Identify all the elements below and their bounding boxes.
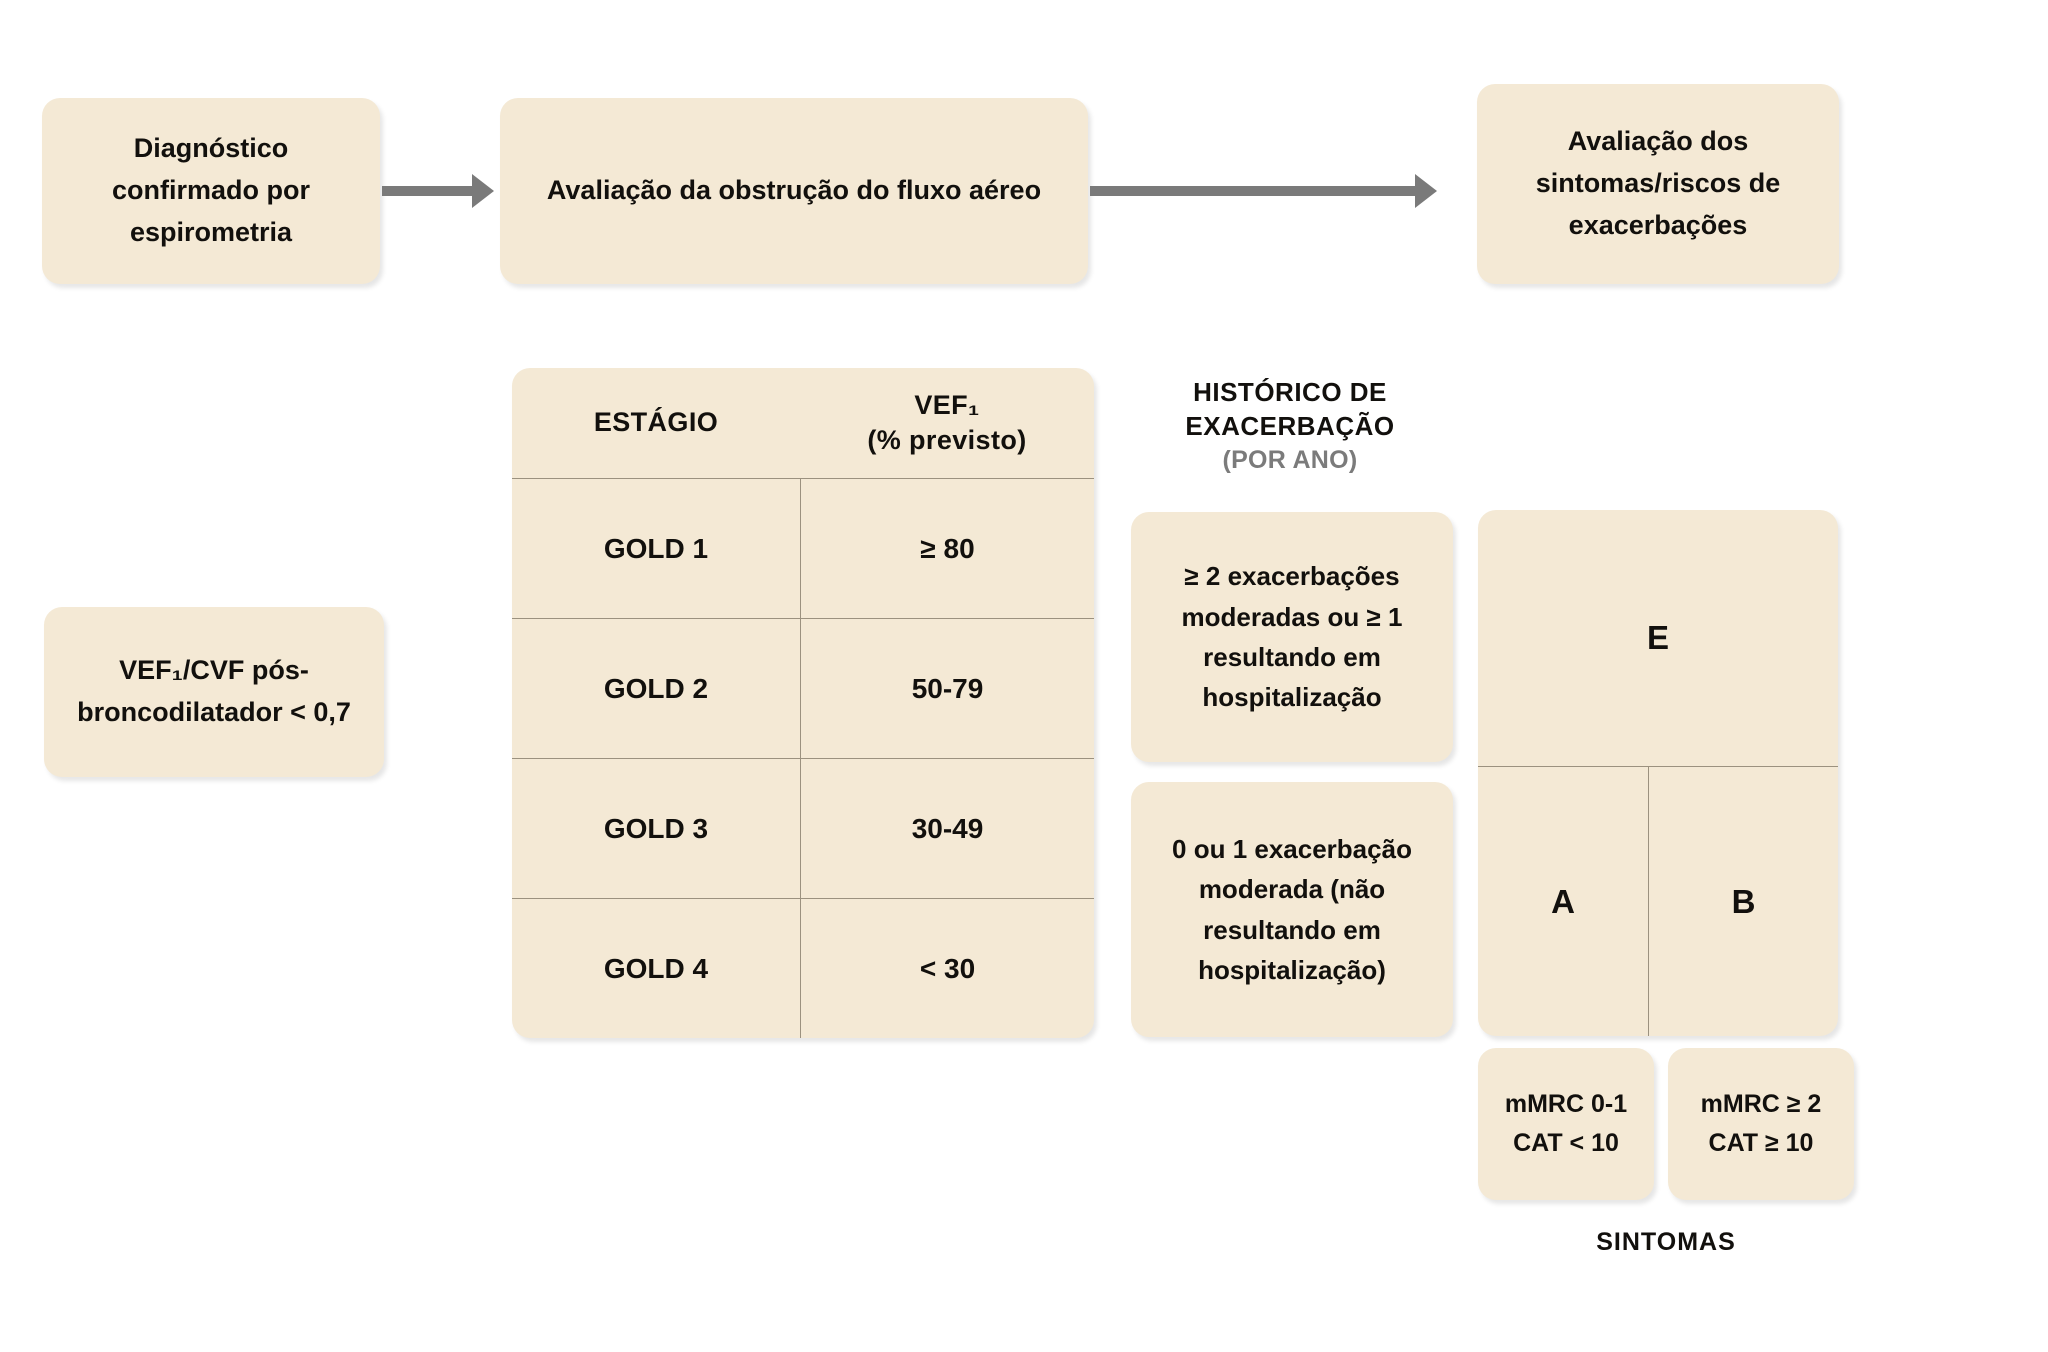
flow-step-avaliacao-sintomas: Avaliação dos sintomas/riscos de exacerb… xyxy=(1477,84,1839,284)
abe-group-b-label: B xyxy=(1731,882,1756,920)
flow-step-avaliacao-sintomas-label: Avaliação dos sintomas/riscos de exacerb… xyxy=(1535,126,1781,240)
symptoms-high-threshold-box: mMRC ≥ 2 CAT ≥ 10 xyxy=(1668,1048,1854,1200)
gold-table-header-vef-line1: VEF₁ xyxy=(914,389,980,420)
gold-stage-1-value: ≥ 80 xyxy=(920,532,975,564)
gold-table-header-vef-line2: (% previsto) xyxy=(867,425,1027,455)
gold-staging-table: ESTÁGIO VEF₁ (% previsto) GOLD 1 ≥ 80 GO… xyxy=(512,368,1094,1038)
arrow-right-icon-2 xyxy=(1090,186,1417,196)
flow-step-avaliacao-obstrucao: Avaliação da obstrução do fluxo aéreo xyxy=(500,98,1088,284)
abe-group-a-label: A xyxy=(1551,882,1575,920)
gold-stage-4-value: < 30 xyxy=(919,952,976,984)
table-row: GOLD 1 xyxy=(512,478,800,618)
exacerbation-high-risk-label: ≥ 2 exacerbações moderadas ou ≥ 1 result… xyxy=(1181,561,1403,713)
exacerbation-low-risk-box: 0 ou 1 exacerbação moderada (não resulta… xyxy=(1131,782,1453,1037)
arrow-right-icon-1 xyxy=(382,186,474,196)
symptoms-high-cat-label: CAT ≥ 10 xyxy=(1708,1129,1814,1157)
exacerbation-high-risk-box: ≥ 2 exacerbações moderadas ou ≥ 1 result… xyxy=(1131,512,1453,762)
exacerbation-header-line2: EXACERBAÇÃO xyxy=(1185,411,1395,442)
abe-group-grid: E A B xyxy=(1478,510,1838,1036)
abe-group-e-cell: E xyxy=(1478,510,1838,766)
flow-step-avaliacao-obstrucao-label: Avaliação da obstrução do fluxo aéreo xyxy=(546,175,1042,206)
flow-step-diagnostico: Diagnóstico confirmado por espirometria xyxy=(42,98,380,284)
gold-stage-3-value: 30-49 xyxy=(911,812,984,844)
exacerbation-header-line1: HISTÓRICO DE xyxy=(1193,377,1387,407)
symptoms-low-mmrc-label: mMRC 0-1 xyxy=(1504,1090,1628,1119)
criteria-spirometry-box: VEF₁/CVF pós-broncodilatador < 0,7 xyxy=(44,607,384,777)
table-row: GOLD 4 xyxy=(512,898,800,1038)
table-row: 50-79 xyxy=(800,618,1094,758)
gold-stage-3-label: GOLD 3 xyxy=(603,812,709,844)
table-row: ≥ 80 xyxy=(800,478,1094,618)
criteria-spirometry-label: VEF₁/CVF pós-broncodilatador < 0,7 xyxy=(77,655,351,727)
gold-table-header-stage-label: ESTÁGIO xyxy=(593,407,719,438)
table-row: GOLD 2 xyxy=(512,618,800,758)
symptoms-axis-label-text: SINTOMAS xyxy=(1596,1228,1736,1256)
abe-group-b-cell: B xyxy=(1648,766,1838,1036)
symptoms-high-mmrc-label: mMRC ≥ 2 xyxy=(1700,1090,1822,1119)
exacerbation-header-subtitle: (POR ANO) xyxy=(1222,445,1358,474)
table-row: < 30 xyxy=(800,898,1094,1038)
exacerbation-history-header: HISTÓRICO DE EXACERBAÇÃO (POR ANO) xyxy=(1110,375,1470,477)
table-row: GOLD 3 xyxy=(512,758,800,898)
flow-step-diagnostico-label: Diagnóstico confirmado por espirometria xyxy=(111,133,310,247)
symptoms-low-threshold-box: mMRC 0-1 CAT < 10 xyxy=(1478,1048,1654,1200)
gold-table-header-vef: VEF₁ (% previsto) xyxy=(800,368,1094,478)
gold-table-header-stage: ESTÁGIO xyxy=(512,368,800,478)
exacerbation-low-risk-label: 0 ou 1 exacerbação moderada (não resulta… xyxy=(1172,833,1412,985)
gold-stage-2-label: GOLD 2 xyxy=(603,672,709,704)
abe-group-e-label: E xyxy=(1646,619,1669,656)
gold-stage-2-value: 50-79 xyxy=(911,672,984,704)
symptoms-low-cat-label: CAT < 10 xyxy=(1513,1129,1619,1157)
gold-stage-4-label: GOLD 4 xyxy=(603,952,709,984)
table-row: 30-49 xyxy=(800,758,1094,898)
gold-stage-1-label: GOLD 1 xyxy=(603,532,709,564)
abe-group-a-cell: A xyxy=(1478,766,1648,1036)
symptoms-axis-label: SINTOMAS xyxy=(1478,1228,1854,1257)
